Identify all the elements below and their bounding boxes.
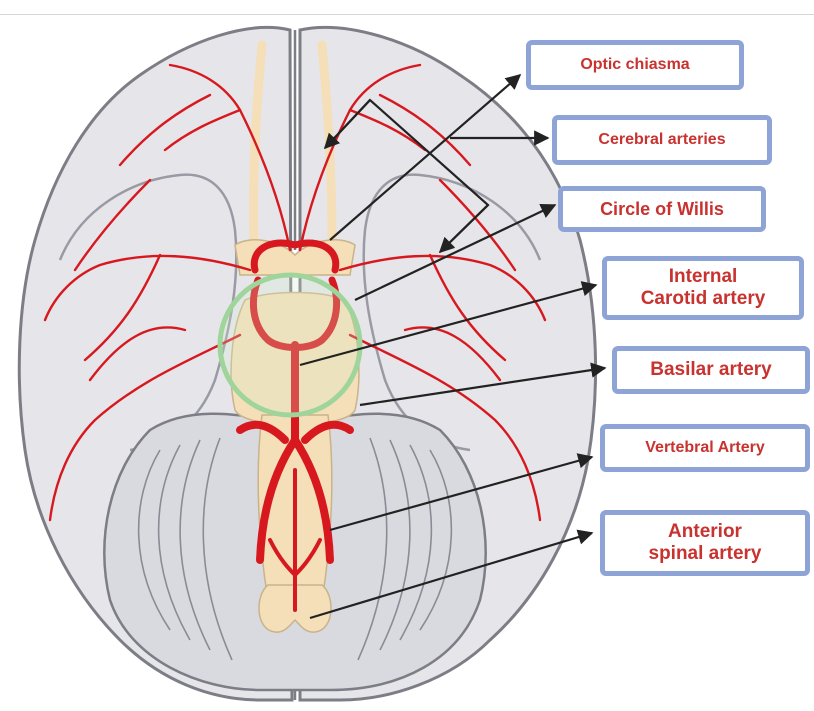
circle-of-willis-text: Circle of Willis — [600, 199, 724, 220]
anterior-spinal-label: Anterior spinal artery — [600, 510, 810, 576]
circle-of-willis-label: Circle of Willis — [558, 186, 766, 232]
optic-chiasma-text: Optic chiasma — [580, 56, 689, 74]
anterior-spinal-text-line1: Anterior — [668, 521, 742, 543]
circle-of-willis-highlight — [220, 275, 360, 415]
vertebral-artery-text: Vertebral Artery — [645, 439, 764, 457]
optic-chiasma-label: Optic chiasma — [526, 40, 744, 90]
basilar-artery-text: Basilar artery — [650, 359, 771, 381]
internal-carotid-label: Internal Carotid artery — [602, 256, 804, 320]
vertebral-artery-label: Vertebral Artery — [600, 424, 810, 472]
cerebral-arteries-label: Cerebral arteries — [552, 115, 772, 165]
internal-carotid-text-line1: Internal — [669, 266, 738, 288]
anterior-spinal-text-line2: spinal artery — [649, 543, 762, 565]
internal-carotid-text-line2: Carotid artery — [641, 288, 766, 310]
cerebral-arteries-text: Cerebral arteries — [598, 131, 725, 149]
basilar-artery-label: Basilar artery — [612, 346, 810, 394]
